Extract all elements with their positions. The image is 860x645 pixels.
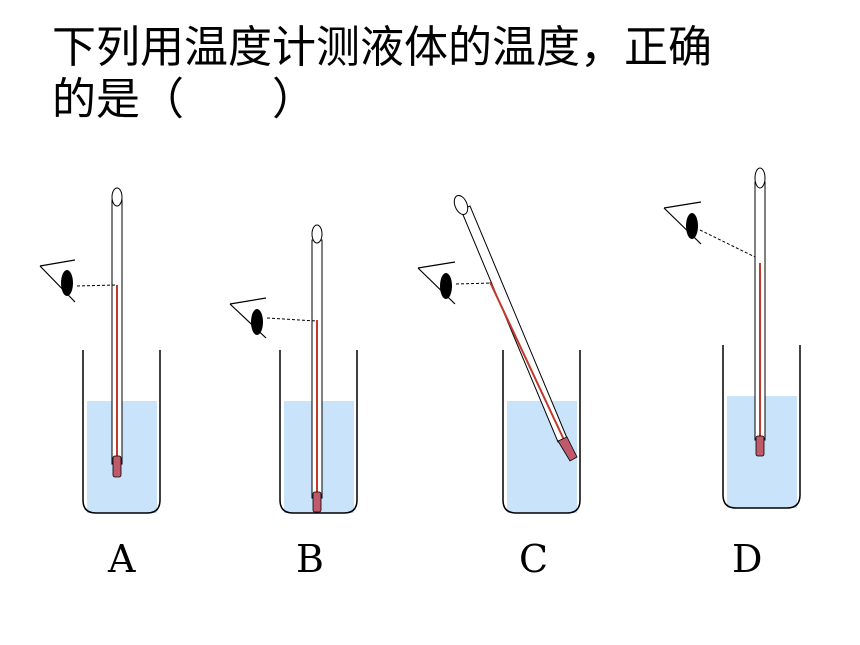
eye-b: [229, 297, 317, 339]
option-a[interactable]: A: [39, 187, 161, 581]
bulb-a: [112, 455, 122, 478]
option-b[interactable]: B: [229, 224, 358, 581]
option-c[interactable]: C: [417, 193, 581, 581]
thermometer-a: [111, 187, 123, 478]
option-label-b: B: [296, 537, 324, 581]
bulb-b: [312, 491, 322, 513]
bulb-c: [557, 436, 578, 462]
liquid-c: [507, 401, 577, 513]
bulb-d: [755, 435, 765, 457]
thermometer-d: [754, 167, 766, 457]
eye-a: [39, 259, 116, 303]
question-line-2: 的是（ ）: [52, 74, 316, 125]
thermometer-b: [311, 224, 323, 513]
question-line-1: 下列用温度计测液体的温度，正确: [52, 22, 712, 73]
thermometer-c: [453, 194, 578, 462]
option-label-c: C: [519, 537, 548, 581]
option-d[interactable]: D: [663, 167, 801, 581]
eye-d: [663, 201, 756, 258]
eye-c: [417, 261, 493, 305]
option-label-d: D: [732, 537, 762, 581]
question-text: 下列用温度计测液体的温度，正确 的是（ ）: [52, 22, 812, 126]
option-label-a: A: [107, 537, 136, 581]
beaker-c: [502, 350, 581, 514]
